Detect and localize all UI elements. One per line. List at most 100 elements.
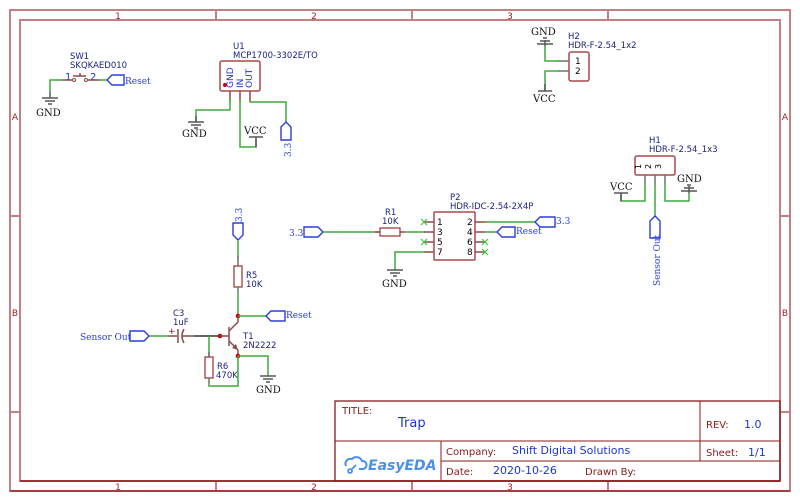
vcc-symbol: VCC (243, 126, 267, 147)
svg-text:GND: GND (226, 67, 236, 88)
zone-row-label: B (782, 309, 788, 319)
net-flag-reset[interactable]: Reset (496, 226, 542, 238)
net-flag-3v3[interactable]: 3.3 (534, 216, 571, 228)
svg-text:3: 3 (654, 164, 663, 169)
svg-text:GND: GND (677, 174, 702, 185)
svg-text:GND: GND (256, 385, 281, 396)
net-flag-3v3[interactable]: 3.3 (280, 121, 294, 157)
resistor-r5[interactable]: R5 10K (233, 256, 263, 292)
header-h1[interactable]: H1 HDR-F-2.54_1x3 1 2 3 (634, 136, 718, 185)
zone-col-label: 2 (311, 12, 317, 22)
c3-ref: C3 (173, 309, 184, 319)
gnd-symbol: GND (256, 375, 281, 396)
zone-col-label: 2 (311, 483, 317, 493)
resistor-r1[interactable]: R1 10K (375, 208, 405, 237)
net-flag-sensor-out[interactable]: Sensor Out (80, 330, 150, 343)
svg-text:3.3: 3.3 (289, 229, 304, 239)
p2-ref: P2 (450, 193, 461, 203)
resistor-r6[interactable]: R6 470K (204, 352, 238, 383)
capacitor-c3[interactable]: C3 1uF + (168, 309, 194, 344)
gnd-symbol: GND (182, 116, 207, 140)
svg-text:8: 8 (467, 248, 473, 258)
date-value: 2020-10-26 (493, 464, 557, 477)
sw1-pin2: 2 (90, 72, 96, 83)
net-flag-reset[interactable]: Reset (265, 310, 312, 322)
net-flag-3v3[interactable]: 3.3 (289, 226, 324, 239)
svg-text:5: 5 (437, 238, 443, 248)
svg-text:GND: GND (36, 108, 61, 119)
r6-value: 470K (216, 371, 238, 381)
zone-col-label: 1 (115, 483, 121, 493)
svg-text:7: 7 (437, 248, 443, 258)
rev-value: 1.0 (744, 418, 762, 431)
regulator-u1[interactable]: U1 MCP1700-3302E/TO GND IN OUT (219, 42, 318, 101)
switch-sw1[interactable]: SW1 SKQKAED010 1 2 (62, 52, 127, 83)
wire (664, 185, 690, 202)
no-connect-marker (420, 218, 428, 226)
r5-value: 10K (246, 280, 263, 290)
title-label: TITLE: (341, 406, 372, 417)
header-h2[interactable]: H2 HDR-F-2.54_1x2 1 2 (559, 32, 637, 82)
svg-text:GND: GND (382, 279, 407, 290)
net-flag-3v3[interactable]: 3.3 (232, 207, 245, 241)
zone-col-label: 1 (115, 12, 121, 22)
sw1-value: SKQKAED010 (70, 61, 127, 71)
svg-text:4: 4 (467, 228, 473, 238)
svg-text:2: 2 (467, 218, 473, 228)
r6-body (204, 356, 214, 379)
sw1-pin1: 1 (65, 72, 71, 83)
vcc-symbol: VCC (609, 182, 633, 201)
zone-col-label: 3 (507, 12, 513, 22)
wire (239, 100, 257, 148)
company-value: Shift Digital Solutions (512, 444, 630, 457)
u1-ref: U1 (233, 42, 245, 52)
svg-text:VCC: VCC (532, 94, 556, 105)
wire (544, 70, 560, 91)
title-block: TITLE: Trap REV: 1.0 Company: Shift Digi… (334, 400, 781, 482)
r1-value: 10K (382, 217, 399, 227)
t1-ref: T1 (242, 332, 254, 342)
wire (238, 355, 269, 376)
no-connect-marker (481, 238, 489, 246)
zone-row-label: A (12, 113, 19, 123)
connector-p2[interactable]: P2 HDR-IDC-2.54-2X4P 1 3 5 7 2 4 6 8 (424, 193, 533, 261)
h2-ref: H2 (568, 32, 580, 42)
net-flag-sensor-out[interactable]: Sensor Out (649, 215, 663, 286)
r5-body (233, 265, 243, 288)
wire (208, 356, 239, 387)
svg-text:2: 2 (644, 164, 653, 169)
wire (249, 100, 287, 122)
net-flag-reset[interactable]: Reset (100, 74, 151, 87)
t1-value: 2N2222 (243, 341, 276, 351)
drawn-by-label: Drawn By: (585, 467, 636, 478)
logo-text: EasyEDA (368, 458, 437, 474)
svg-text:3.3: 3.3 (556, 217, 571, 227)
h1-value: HDR-F-2.54_1x3 (649, 145, 718, 155)
sw1-ref: SW1 (70, 52, 89, 62)
r5-ref: R5 (246, 271, 257, 281)
wire (49, 79, 62, 98)
h2-value: HDR-F-2.54_1x2 (568, 41, 637, 51)
easyeda-logo: EasyEDA (344, 456, 437, 474)
c3-value: 1uF (173, 318, 189, 328)
u1-value: MCP1700-3302E/TO (233, 51, 318, 61)
gnd-symbol: GND (36, 97, 61, 119)
p2-body (433, 211, 476, 261)
cloud-icon (344, 456, 368, 470)
svg-text:IN: IN (236, 79, 246, 88)
zone-row-label: A (782, 113, 789, 123)
svg-text:GND: GND (531, 27, 556, 38)
title-value: Trap (397, 416, 426, 431)
svg-text:Reset: Reset (516, 227, 542, 237)
svg-text:VCC: VCC (609, 182, 633, 193)
r6-ref: R6 (217, 362, 228, 372)
transistor-t1[interactable]: T1 2N2222 (220, 316, 276, 356)
zone-row-label: B (12, 309, 18, 319)
company-label: Company: (446, 447, 496, 458)
zone-col-label: 3 (507, 483, 513, 493)
emitter-arrow (232, 344, 238, 350)
sheet-label: Sheet: (706, 448, 738, 459)
inner-border (19, 19, 781, 482)
p2-value: HDR-IDC-2.54-2X4P (450, 202, 533, 212)
svg-text:OUT: OUT (245, 68, 255, 88)
